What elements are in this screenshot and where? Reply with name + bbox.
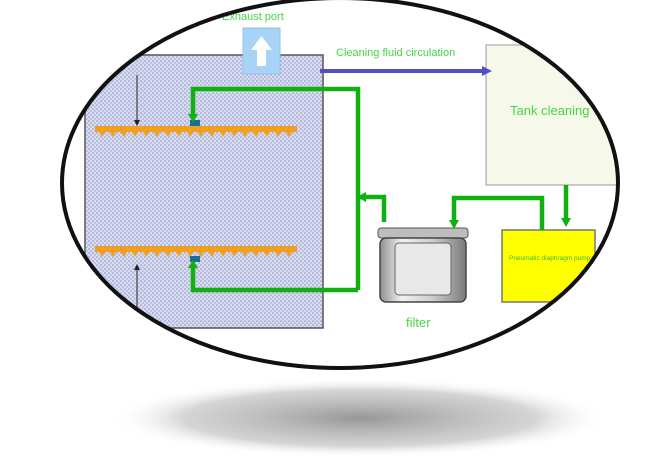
spray-bar [95,126,297,132]
down-arrow-icon [449,220,459,229]
spray-nozzle-tooth [220,252,226,257]
spray-nozzle-tooth [143,252,149,257]
down-arrow-icon [188,114,198,122]
up-arrow-icon [251,36,272,66]
spray-bar [95,246,297,252]
tank-cleaning-label: Tank cleaning [510,103,590,118]
pipe-pump-to-filter [451,195,545,230]
spray-nozzle-tooth [110,132,116,137]
spray-bar-top [95,126,297,137]
left-arrow-icon [357,192,366,202]
diagram-content: Exhaust port Tank cleaning Cleaning flui… [84,11,618,330]
right-arrow-icon [482,66,492,76]
spray-nozzle-tooth [231,132,237,137]
spray-nozzle-tooth [154,252,160,257]
spray-nozzle-tooth [176,252,182,257]
nozzle-top [190,120,200,126]
spray-bar-bottom [95,246,297,257]
pump-label: Pneumatic diaphragm pump [509,255,591,262]
spray-nozzle-tooth [187,252,193,257]
spray-nozzle-tooth [286,252,292,257]
ellipse-frame [60,0,620,370]
spray-nozzle-tooth [121,252,127,257]
up-arrow-icon [188,260,198,268]
spray-nozzle-tooth [275,252,281,257]
exhaust-port-label: Exhaust port [222,11,284,23]
spray-nozzle-tooth [242,252,248,257]
exhaust-port [242,27,281,75]
spray-nozzle-tooth [198,132,204,137]
spray-nozzle-tooth [121,132,127,137]
spray-nozzle-tooth [132,132,138,137]
spray-nozzle-tooth [264,252,270,257]
spray-nozzle-tooth [154,132,160,137]
spray-nozzle-tooth [165,252,171,257]
spray-nozzle-tooth [187,132,193,137]
spray-nozzle-tooth [286,132,292,137]
spray-nozzle-tooth [209,132,215,137]
spray-nozzle-tooth [165,132,171,137]
spray-nozzle-tooth [220,132,226,137]
spray-nozzle-tooth [264,132,270,137]
diaphragm-pump [501,229,596,303]
pipe-filter-to-vessel [358,194,387,222]
pipe-main-riser [190,86,361,290]
spray-nozzle-tooth [242,132,248,137]
spray-nozzle-tooth [132,252,138,257]
spray-nozzle-tooth [253,132,259,137]
cleaning-vessel [84,54,324,329]
nozzle-bottom [190,256,200,262]
spray-nozzle-tooth [99,132,105,137]
spray-nozzle-tooth [275,132,281,137]
spray-nozzle-tooth [231,252,237,257]
vessel-marker-top-arrow [134,120,140,126]
pipe-lower-branch [190,266,358,293]
spray-nozzle-tooth [209,252,215,257]
pipe-network [190,86,569,293]
filter-label: filter [406,315,431,330]
spray-nozzle-tooth [176,132,182,137]
vessel-marker-bottom-arrow [134,264,140,270]
spray-nozzle-tooth [198,252,204,257]
spray-nozzle-tooth [99,252,105,257]
spray-nozzle-tooth [110,252,116,257]
spray-nozzle-tooth [143,132,149,137]
drop-shadow [110,378,610,458]
flow-label: Cleaning fluid circulation [336,47,455,59]
spray-nozzle-tooth [253,252,259,257]
down-arrow-icon [561,218,571,227]
filter-unit [377,227,469,303]
